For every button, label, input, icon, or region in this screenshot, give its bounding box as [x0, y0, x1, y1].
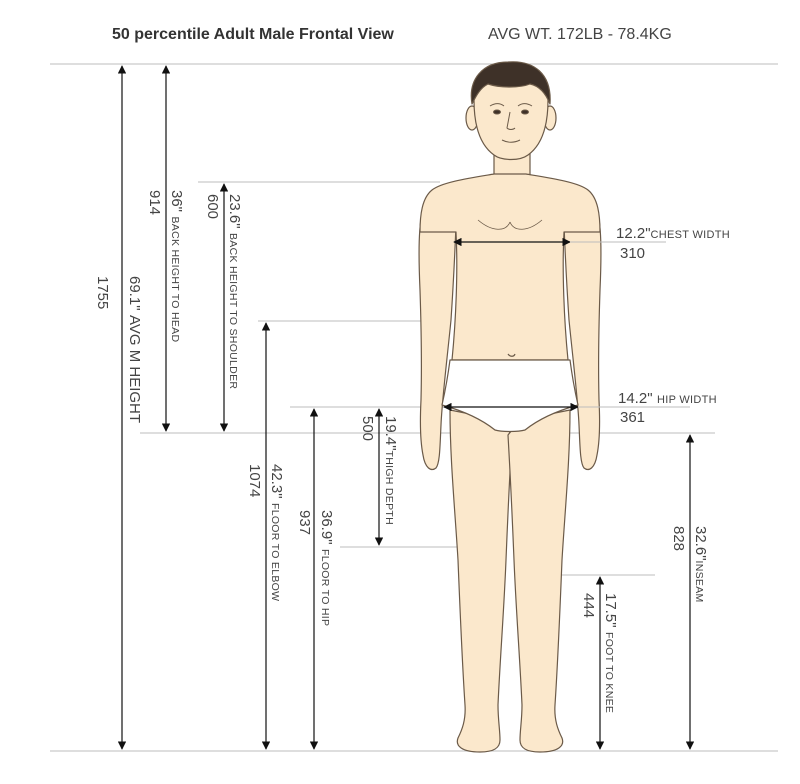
hip-width-inches: 14.2": [618, 390, 653, 407]
inseam-text: INSEAM: [693, 560, 705, 603]
hip-width-label: 14.2" HIP WIDTH: [618, 391, 717, 407]
foot-to-knee-text: FOOT TO KNEE: [603, 631, 615, 714]
avg-height-text: AVG M HEIGHT: [126, 314, 143, 424]
back-to-head-mm: 914: [146, 190, 163, 216]
back-to-head-label: 36" BACK HEIGHT TO HEAD: [168, 190, 185, 343]
inseam-inches: 32.6": [692, 526, 709, 561]
back-to-head-inches: 36": [168, 190, 185, 213]
hip-width-mm: 361: [620, 409, 646, 426]
floor-to-elbow-inches: 42.3": [268, 464, 285, 499]
avg-height-label: 69.1" AVG M HEIGHT: [126, 276, 143, 424]
floor-to-elbow-text: FLOOR TO ELBOW: [269, 502, 281, 602]
navel: [507, 353, 516, 357]
thigh-depth-mm: 500: [359, 416, 376, 442]
chest-width-label: 12.2"CHEST WIDTH: [616, 226, 730, 242]
hip-width-text: HIP WIDTH: [656, 394, 717, 406]
right-leg: [507, 409, 571, 753]
left-arm: [418, 191, 457, 471]
foot-to-knee-label: 17.5" FOOT TO KNEE: [602, 593, 619, 714]
back-to-shoulder-text: BACK HEIGHT TO SHOULDER: [227, 232, 239, 390]
diagram-title: 50 percentile Adult Male Frontal View: [112, 26, 394, 43]
average-weight: AVG WT. 172LB - 78.4KG: [488, 26, 672, 43]
avg-height-inches: 69.1": [126, 276, 143, 311]
back-to-shoulder-label: 23.6" BACK HEIGHT TO SHOULDER: [226, 194, 243, 390]
thigh-depth-inches: 19.4": [382, 416, 399, 451]
face: [489, 103, 533, 143]
foot-to-knee-mm: 444: [580, 593, 597, 619]
floor-to-elbow-label: 42.3" FLOOR TO ELBOW: [268, 464, 285, 602]
briefs: [441, 359, 579, 433]
inseam-mm: 828: [670, 526, 687, 552]
floor-to-hip-inches: 36.9": [318, 510, 335, 545]
chest-width-mm: 310: [620, 245, 646, 262]
chest-width-inches: 12.2": [616, 225, 651, 242]
avg-height-mm: 1755: [94, 276, 111, 310]
leader-lines: [570, 241, 690, 408]
inseam-label: 32.6"INSEAM: [692, 526, 709, 603]
floor-to-hip-text: FLOOR TO HIP: [319, 548, 331, 627]
floor-to-hip-label: 36.9" FLOOR TO HIP: [318, 510, 335, 627]
right-arm: [563, 191, 602, 471]
floor-to-hip-mm: 937: [296, 510, 313, 536]
floor-to-elbow-mm: 1074: [246, 464, 263, 498]
human-figure: [418, 61, 602, 753]
back-to-shoulder-inches: 23.6": [226, 194, 243, 229]
back-to-head-text: BACK HEIGHT TO HEAD: [169, 216, 181, 343]
foot-to-knee-inches: 17.5": [602, 593, 619, 628]
left-leg: [449, 409, 513, 753]
chest-width-text: CHEST WIDTH: [650, 229, 731, 241]
dimension-arrows: [117, 65, 695, 750]
chest-detail: [477, 219, 543, 230]
thigh-depth-text: THIGH DEPTH: [383, 450, 395, 525]
thigh-depth-label: 19.4"THIGH DEPTH: [382, 416, 399, 525]
hair: [470, 61, 551, 105]
back-to-shoulder-mm: 600: [204, 194, 221, 220]
